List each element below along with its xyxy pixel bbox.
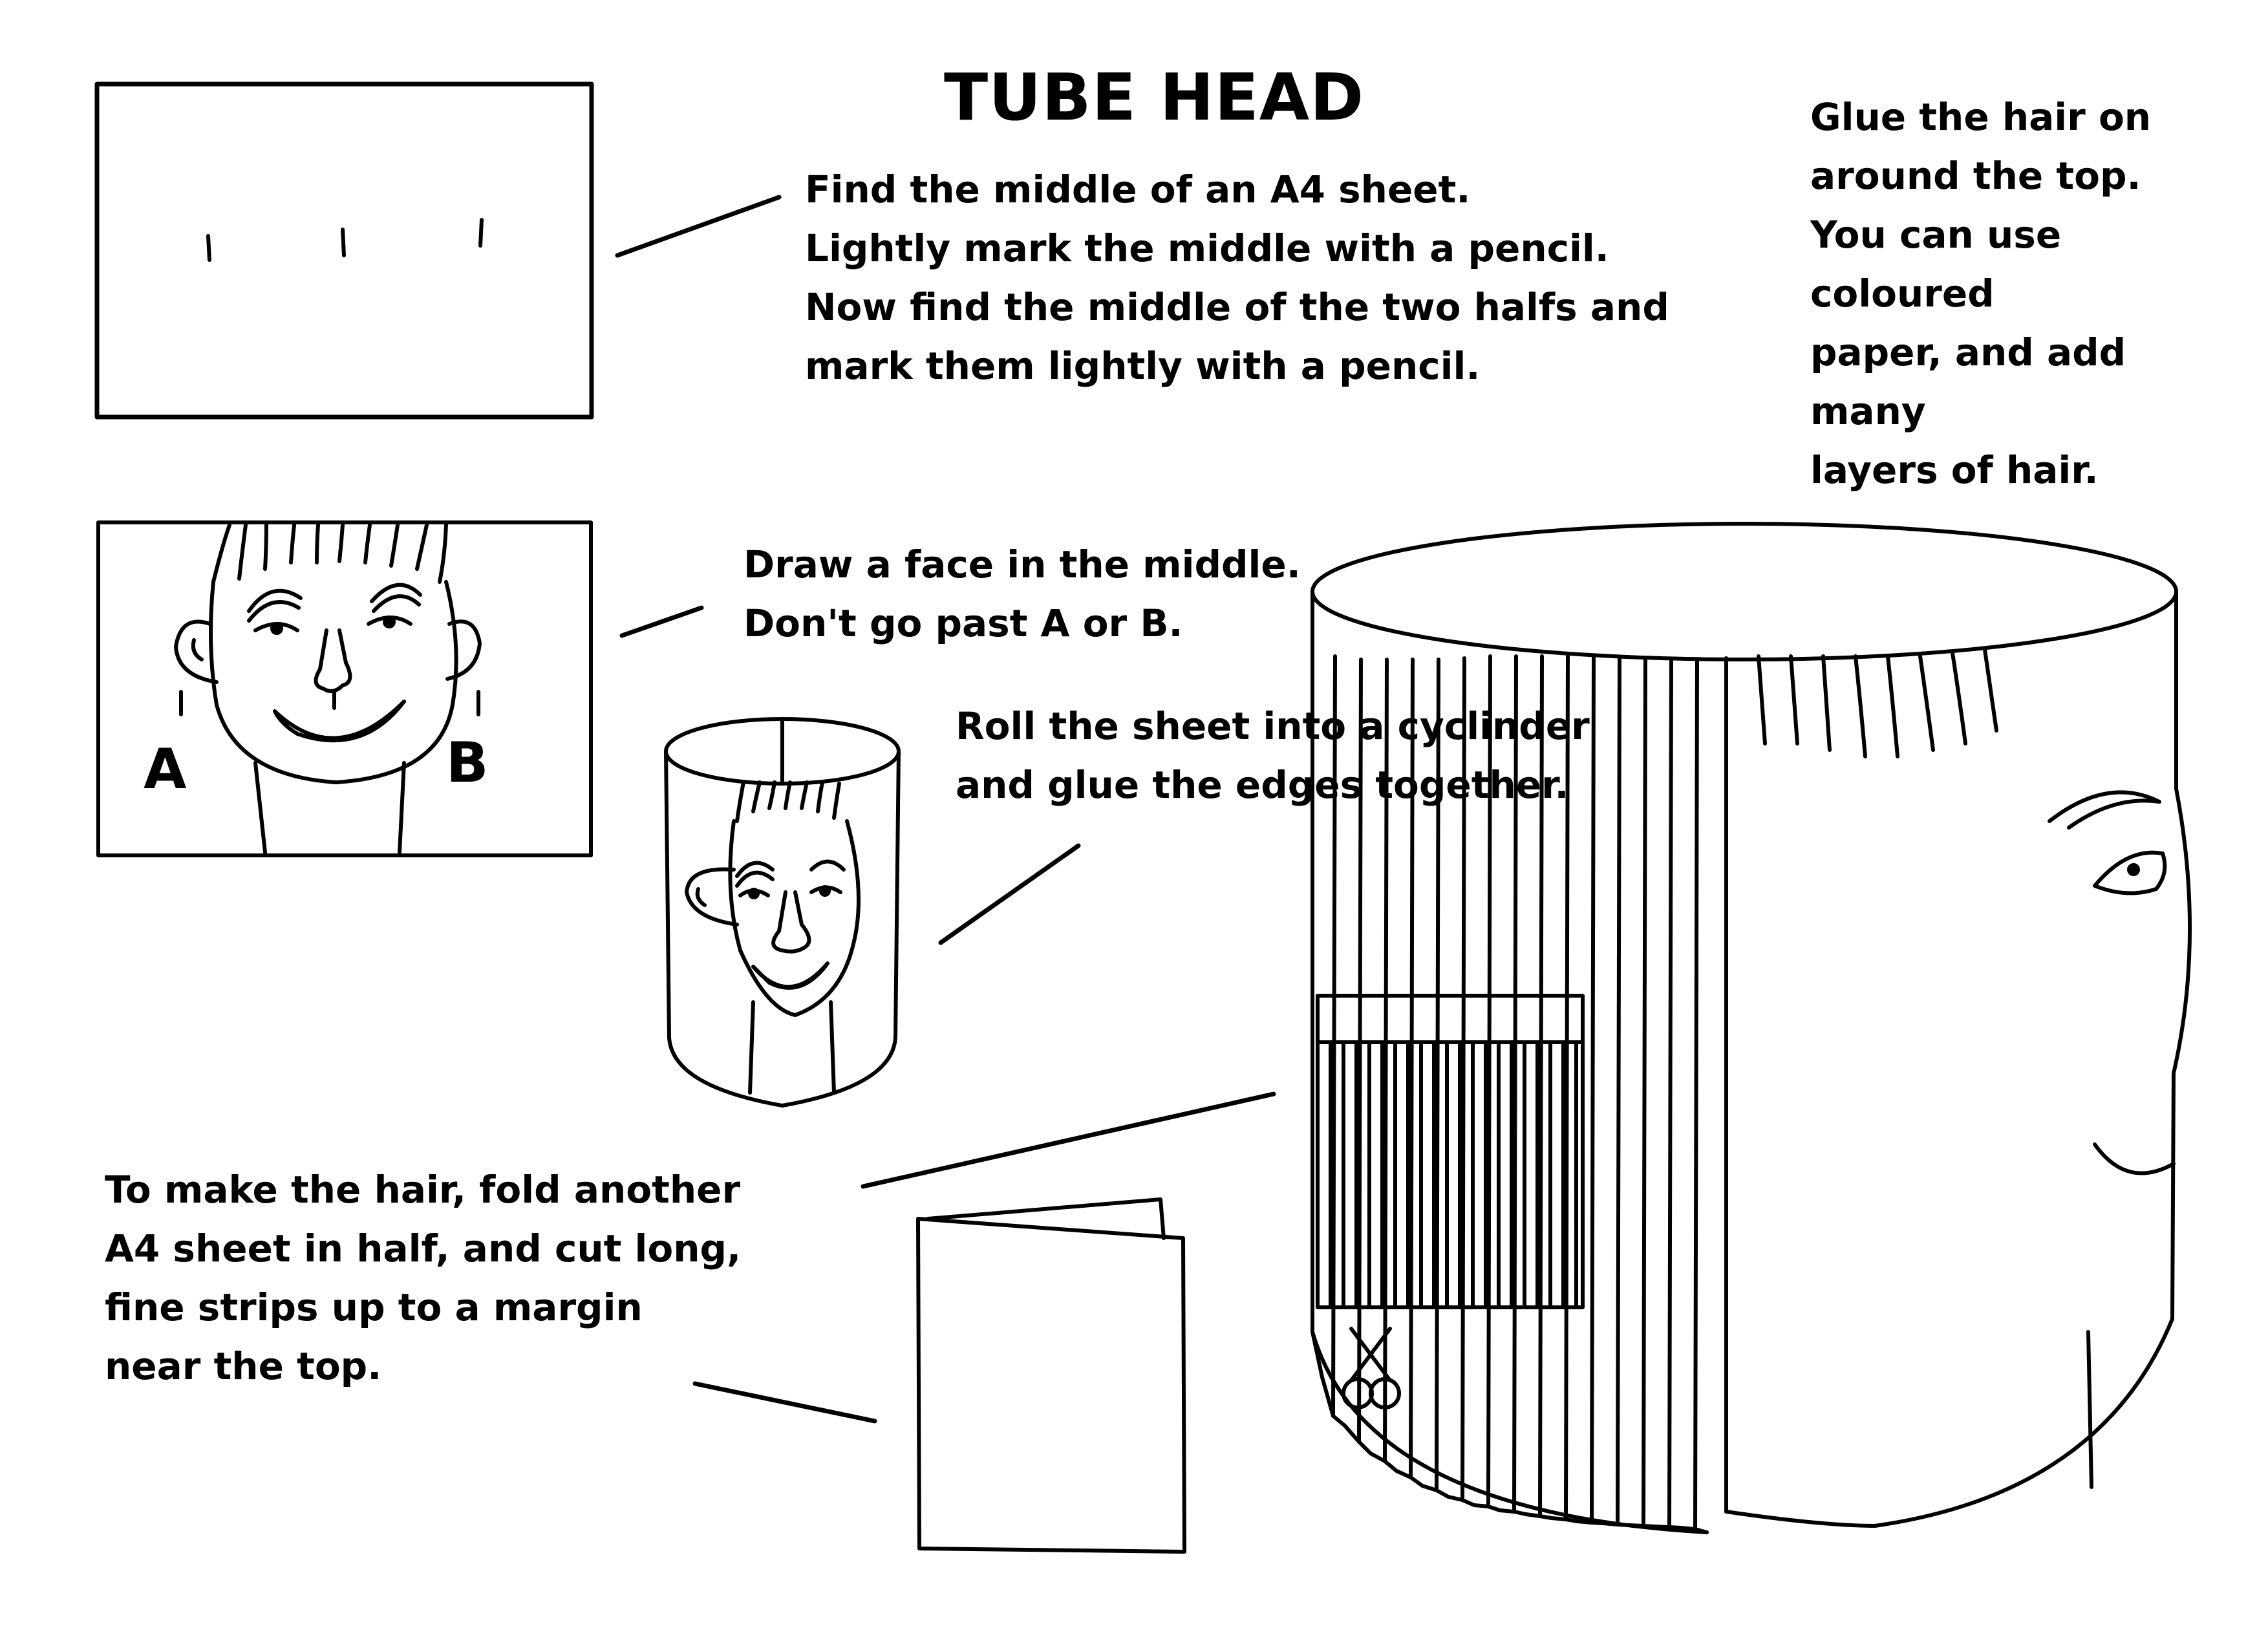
- step5-line-5: paper, and add: [1810, 330, 2126, 374]
- step4-line-1: To make the hair, fold another: [105, 1168, 741, 1212]
- step5-instructions: Glue the hair on around the top. You can…: [1810, 88, 2151, 500]
- step2-line-1: Draw a face in the middle.: [744, 542, 1301, 586]
- pointer-line-4: [692, 1381, 877, 1424]
- pointer-line-2: [619, 605, 704, 638]
- label-b: B: [446, 731, 489, 795]
- step5-line-2: around the top.: [1810, 154, 2141, 198]
- finished-tube-head: [1311, 522, 2192, 1534]
- pointer-line-5: [861, 1091, 1276, 1189]
- step2-instructions: Draw a face in the middle. Don't go past…: [744, 535, 1301, 653]
- step5-line-7: layers of hair.: [1810, 448, 2099, 492]
- step1-line-2: Lightly mark the middle with a pencil.: [805, 226, 1609, 270]
- pointer-line-3: [938, 843, 1081, 945]
- step1-line-4: mark them lightly with a pencil.: [805, 344, 1481, 388]
- step4-instructions: To make the hair, fold another A4 sheet …: [105, 1161, 741, 1396]
- step3-instructions: Roll the sheet into a cyclinder and glue…: [956, 697, 1590, 815]
- step3-line-2: and glue the edges together.: [956, 763, 1569, 807]
- step5-line-6: many: [1810, 389, 1926, 433]
- step4-line-4: near the top.: [105, 1344, 382, 1388]
- step5-line-1: Glue the hair on: [1810, 95, 2152, 139]
- label-a: A: [144, 737, 187, 802]
- pointer-line-1: [615, 195, 782, 258]
- a4-sheet-marked: [94, 81, 594, 420]
- step5-line-4: coloured: [1810, 272, 1995, 316]
- step5-line-3: You can use: [1810, 213, 2062, 257]
- step1-line-3: Now find the middle of the two halfs and: [805, 285, 1669, 329]
- step4-line-3: fine strips up to a margin: [105, 1285, 643, 1329]
- step2-line-2: Don't go past A or B.: [744, 601, 1183, 645]
- cylinder-with-face: [664, 717, 901, 1108]
- step4-line-2: A4 sheet in half, and cut long,: [105, 1227, 742, 1270]
- folded-sheet: [916, 1197, 1186, 1554]
- a4-sheet-with-face: [96, 520, 593, 857]
- step1-line-1: Find the middle of an A4 sheet.: [805, 167, 1471, 211]
- step1-instructions: Find the middle of an A4 sheet. Lightly …: [805, 160, 1669, 396]
- scissors-icon: [1342, 1327, 1401, 1409]
- page-title: TUBE HEAD: [944, 59, 1365, 135]
- step3-line-1: Roll the sheet into a cyclinder: [956, 704, 1590, 748]
